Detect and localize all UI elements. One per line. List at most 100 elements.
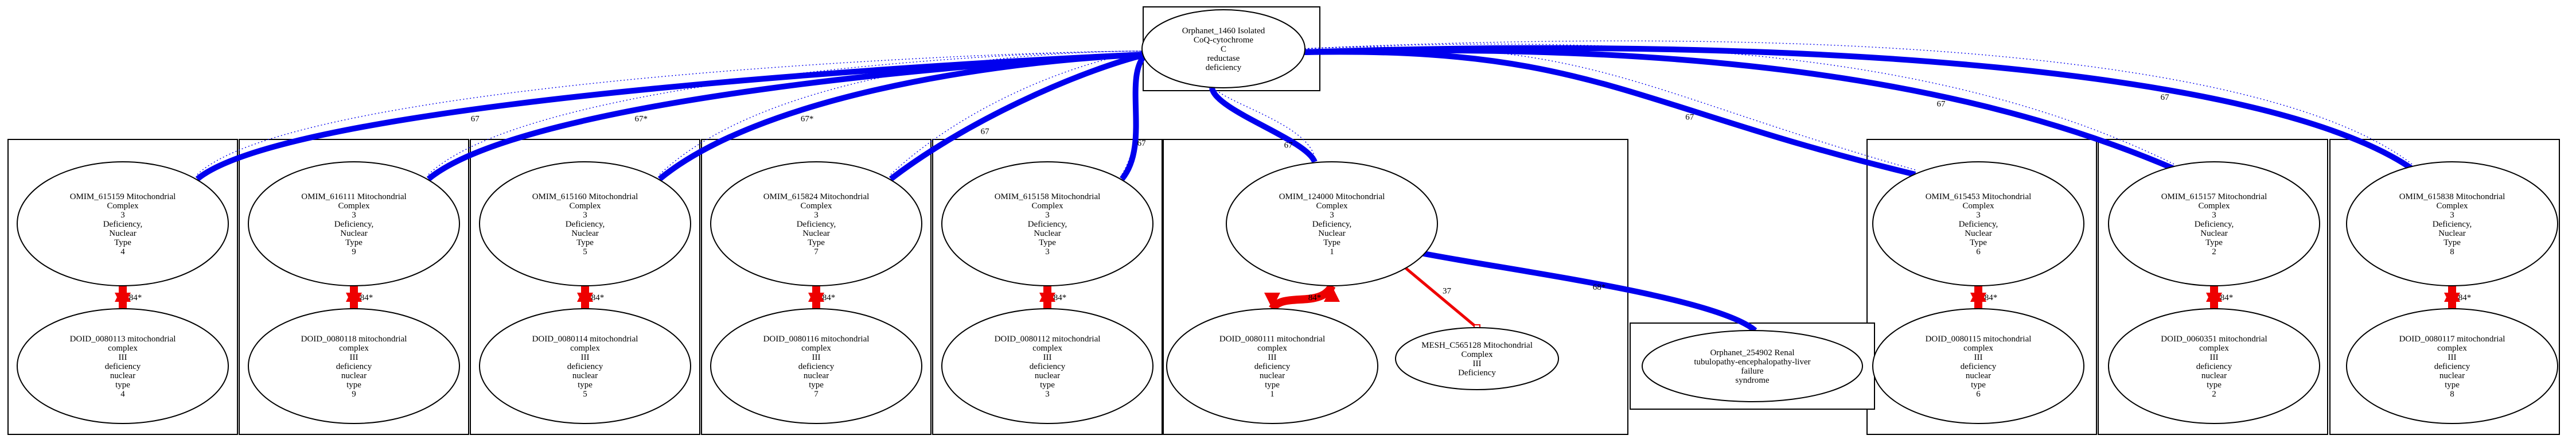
omim-node-label-line: Nuclear [2200, 229, 2227, 238]
omim-node-label-line: Nuclear [2438, 229, 2465, 238]
doid-node-label-line: 4 [120, 390, 125, 399]
doid-node [2346, 308, 2558, 424]
doid-node-label-line: III [812, 353, 821, 362]
doid-node-label-line: DOID_0080111 mitochondrial [1219, 335, 1325, 344]
omim-node [1872, 161, 2084, 286]
red-arrowhead [1324, 286, 1340, 302]
omim-node-label-line: 3 [2450, 211, 2454, 220]
root-node-label-line: CoQ-cytochrome [1194, 36, 1253, 45]
omim-node-label-line: Nuclear [571, 229, 598, 238]
doid-node-label-line: III [581, 353, 590, 362]
omim-node [17, 161, 229, 286]
side-node [1642, 330, 1863, 402]
omim-node-label-line: Nuclear [802, 229, 829, 238]
edge-label: 84* [2220, 293, 2234, 302]
blue-edge [1209, 87, 1318, 164]
omim-node-label-line: Deficiency, [566, 220, 605, 229]
omim-node-label-line: 3 [583, 211, 587, 220]
omim-node-label-line: OMIM_615157 Mitochondrial [2161, 192, 2267, 201]
doid-node-label-line: nuclear [110, 371, 135, 380]
doid-node-label-line: nuclear [804, 371, 829, 380]
omim-node [479, 161, 691, 286]
mesh-edge [1400, 263, 1478, 329]
side-node-label-line: failure [1741, 367, 1763, 376]
omim-node-label-line: 5 [583, 247, 587, 257]
root-node-label-line: Orphanet_1460 Isolated [1182, 26, 1265, 36]
red-arrowhead [1264, 293, 1280, 309]
omim-node-label-line: OMIM_615824 Mitochondrial [763, 192, 870, 201]
doid-node-label-line: III [2448, 353, 2457, 362]
dotted-edge [1211, 84, 1315, 158]
doid-node-label-line: complex [1963, 344, 1993, 353]
doid-node-label-line: III [1974, 353, 1983, 362]
dotted-edge [890, 50, 1146, 175]
doid-node-label-line: type [1265, 380, 1280, 390]
doid-node-label-line: type [346, 380, 361, 390]
doid-node [17, 308, 229, 424]
doid-node-label-line: deficiency [105, 362, 141, 371]
doid-node-label-line: nuclear [572, 371, 598, 380]
omim-node-label-line: Complex [801, 201, 832, 211]
doid-node-label-line: complex [1032, 344, 1062, 353]
doid-node-label-line: 5 [583, 390, 587, 399]
red-arrowhead [2444, 293, 2460, 309]
omim-node-label-line: OMIM_616111 Mitochondrial [301, 192, 406, 201]
doid-node [941, 308, 1153, 424]
red-arrowhead [1970, 293, 1986, 309]
doid-node-label-line: 8 [2450, 390, 2454, 399]
side-edge [1417, 250, 1757, 333]
dotted-edge [659, 50, 1146, 175]
edge-label: 84* [1308, 293, 1322, 302]
omim-node-label-line: Deficiency, [1959, 220, 1998, 229]
red-arrowhead [808, 293, 824, 309]
doid-node-label-line: 6 [1976, 390, 1981, 399]
doid-node-label-line: DOID_0080114 mitochondrial [532, 335, 638, 344]
omim-node-label-line: Nuclear [1318, 229, 1345, 238]
omim-node-label-line: Complex [338, 201, 370, 211]
doid-node-label-line: DOID_0080116 mitochondrial [763, 335, 870, 344]
doid-node [1872, 308, 2084, 424]
omim-node-label-line: OMIM_615158 Mitochondrial [995, 192, 1101, 201]
mesh-node-label-line: Complex [1462, 350, 1493, 359]
omim-node-label-line: Nuclear [340, 229, 367, 238]
doid-node-label-line: DOID_0080117 mitochondrial [2399, 335, 2505, 344]
side-node-label-line: syndrome [1735, 376, 1770, 385]
edge-label: 67* [801, 115, 814, 124]
edge-label: 84* [1054, 293, 1067, 302]
root-node-label-line: C [1221, 45, 1226, 54]
omim-node-label-line: Deficiency, [2433, 220, 2472, 229]
omim-node-label-line: Type [114, 238, 131, 247]
doid-node-label-line: III [119, 353, 127, 362]
root-node-label-line: deficiency [1206, 63, 1242, 72]
doid-node-label-line: 2 [2212, 390, 2216, 399]
doid-node-label-line: deficiency [1254, 362, 1291, 371]
doid-node-label-line: 1 [1270, 390, 1275, 399]
omim-node-label-line: 3 [120, 211, 125, 220]
doid-node-label-line: nuclear [341, 371, 367, 380]
doid-node-label-line: complex [1257, 344, 1287, 353]
omim-node-label-line: OMIM_615838 Mitochondrial [2399, 192, 2505, 201]
doid-node [1166, 308, 1378, 424]
edge-label: 84* [591, 293, 605, 302]
blue-edge [1302, 45, 2414, 172]
edge-label: 67 [981, 127, 990, 137]
doid-node-label-line: 9 [352, 390, 356, 399]
root-node [1141, 9, 1305, 88]
omim-node-label-line: Type [1970, 238, 1987, 247]
doid-node-label-line: DOID_0080112 mitochondrial [995, 335, 1101, 344]
dotted-edge [1302, 44, 2174, 165]
edge-label: 37 [1443, 287, 1452, 296]
omim-node-label-line: Type [576, 238, 594, 247]
doid-node-label-line: 3 [1045, 390, 1050, 399]
